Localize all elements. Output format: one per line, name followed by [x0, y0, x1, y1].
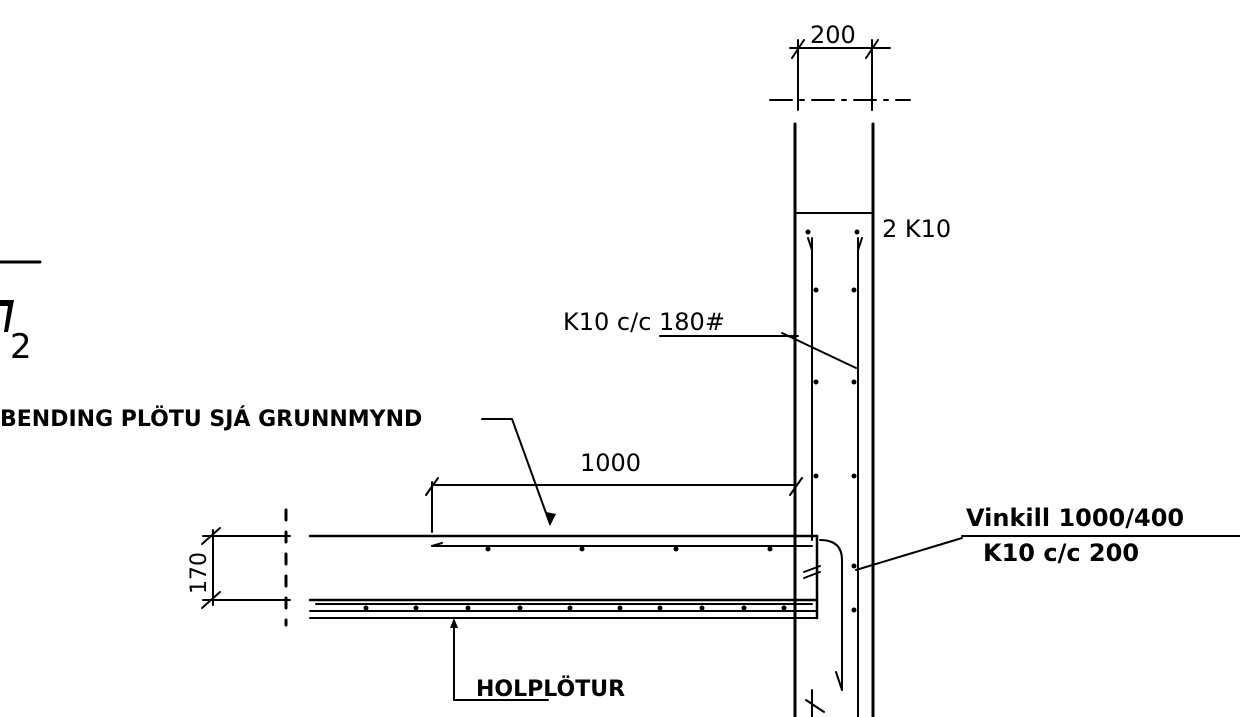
- slab: [284, 508, 843, 691]
- slab-length-dimension: 1000: [425, 449, 803, 533]
- slab-thickness-label: 170: [187, 552, 212, 594]
- wall: 200: [769, 21, 911, 717]
- angle-bar-leader: Vinkill 1000/400 K10 c/c 200: [855, 504, 1240, 571]
- wall-width-dimension: 200: [810, 21, 856, 49]
- angle-bar-label-line1: Vinkill 1000/400: [966, 504, 1184, 532]
- wall-rebar-label: K10 c/c 180#: [563, 308, 725, 336]
- section-mark: 2: [0, 260, 42, 367]
- slab-reinforcement-note: BENDING PLÖTU SJÁ GRUNNMYND: [0, 406, 556, 526]
- slab-length-label: 1000: [580, 449, 641, 477]
- top-rebar-label: 2 K10: [882, 215, 951, 243]
- slab-top-rebar-dots: [485, 546, 773, 552]
- section-mark-number: 2: [10, 327, 32, 367]
- wall-rebar-leader: K10 c/c 180#: [563, 308, 857, 369]
- wall-rebar-dots: [805, 229, 860, 613]
- hollow-slab-label: HOLPLÖTUR: [476, 676, 625, 702]
- hollow-slab-leader: HOLPLÖTUR: [450, 618, 625, 702]
- angle-bar-label-line2: K10 c/c 200: [983, 539, 1139, 567]
- slab-reinforcement-label: BENDING PLÖTU SJÁ GRUNNMYND: [0, 406, 422, 432]
- slab-thickness-dimension: 170: [187, 527, 291, 609]
- slab-bottom-rebar-dots: [363, 605, 787, 611]
